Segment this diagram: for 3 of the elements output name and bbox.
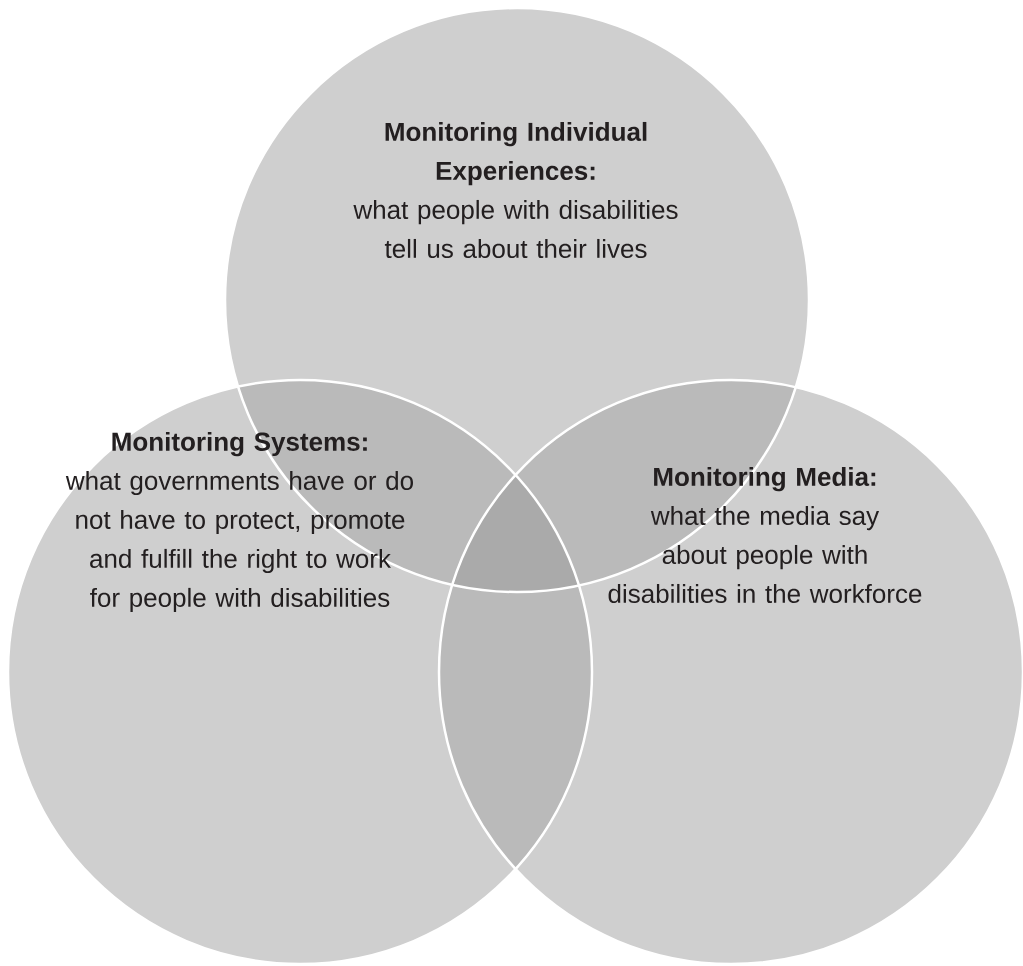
circle-label: Monitoring Media: what the media say about people with disabilities in the workforce — [608, 466, 922, 604]
circle-label: Monitoring Individual Experiences: what people with disabilities tell us about their lives — [353, 121, 678, 259]
circle-label: Monitoring Systems: what governments have or do not have to protect, promote and fulfill the right to work for people with disabilities — [65, 431, 413, 613]
